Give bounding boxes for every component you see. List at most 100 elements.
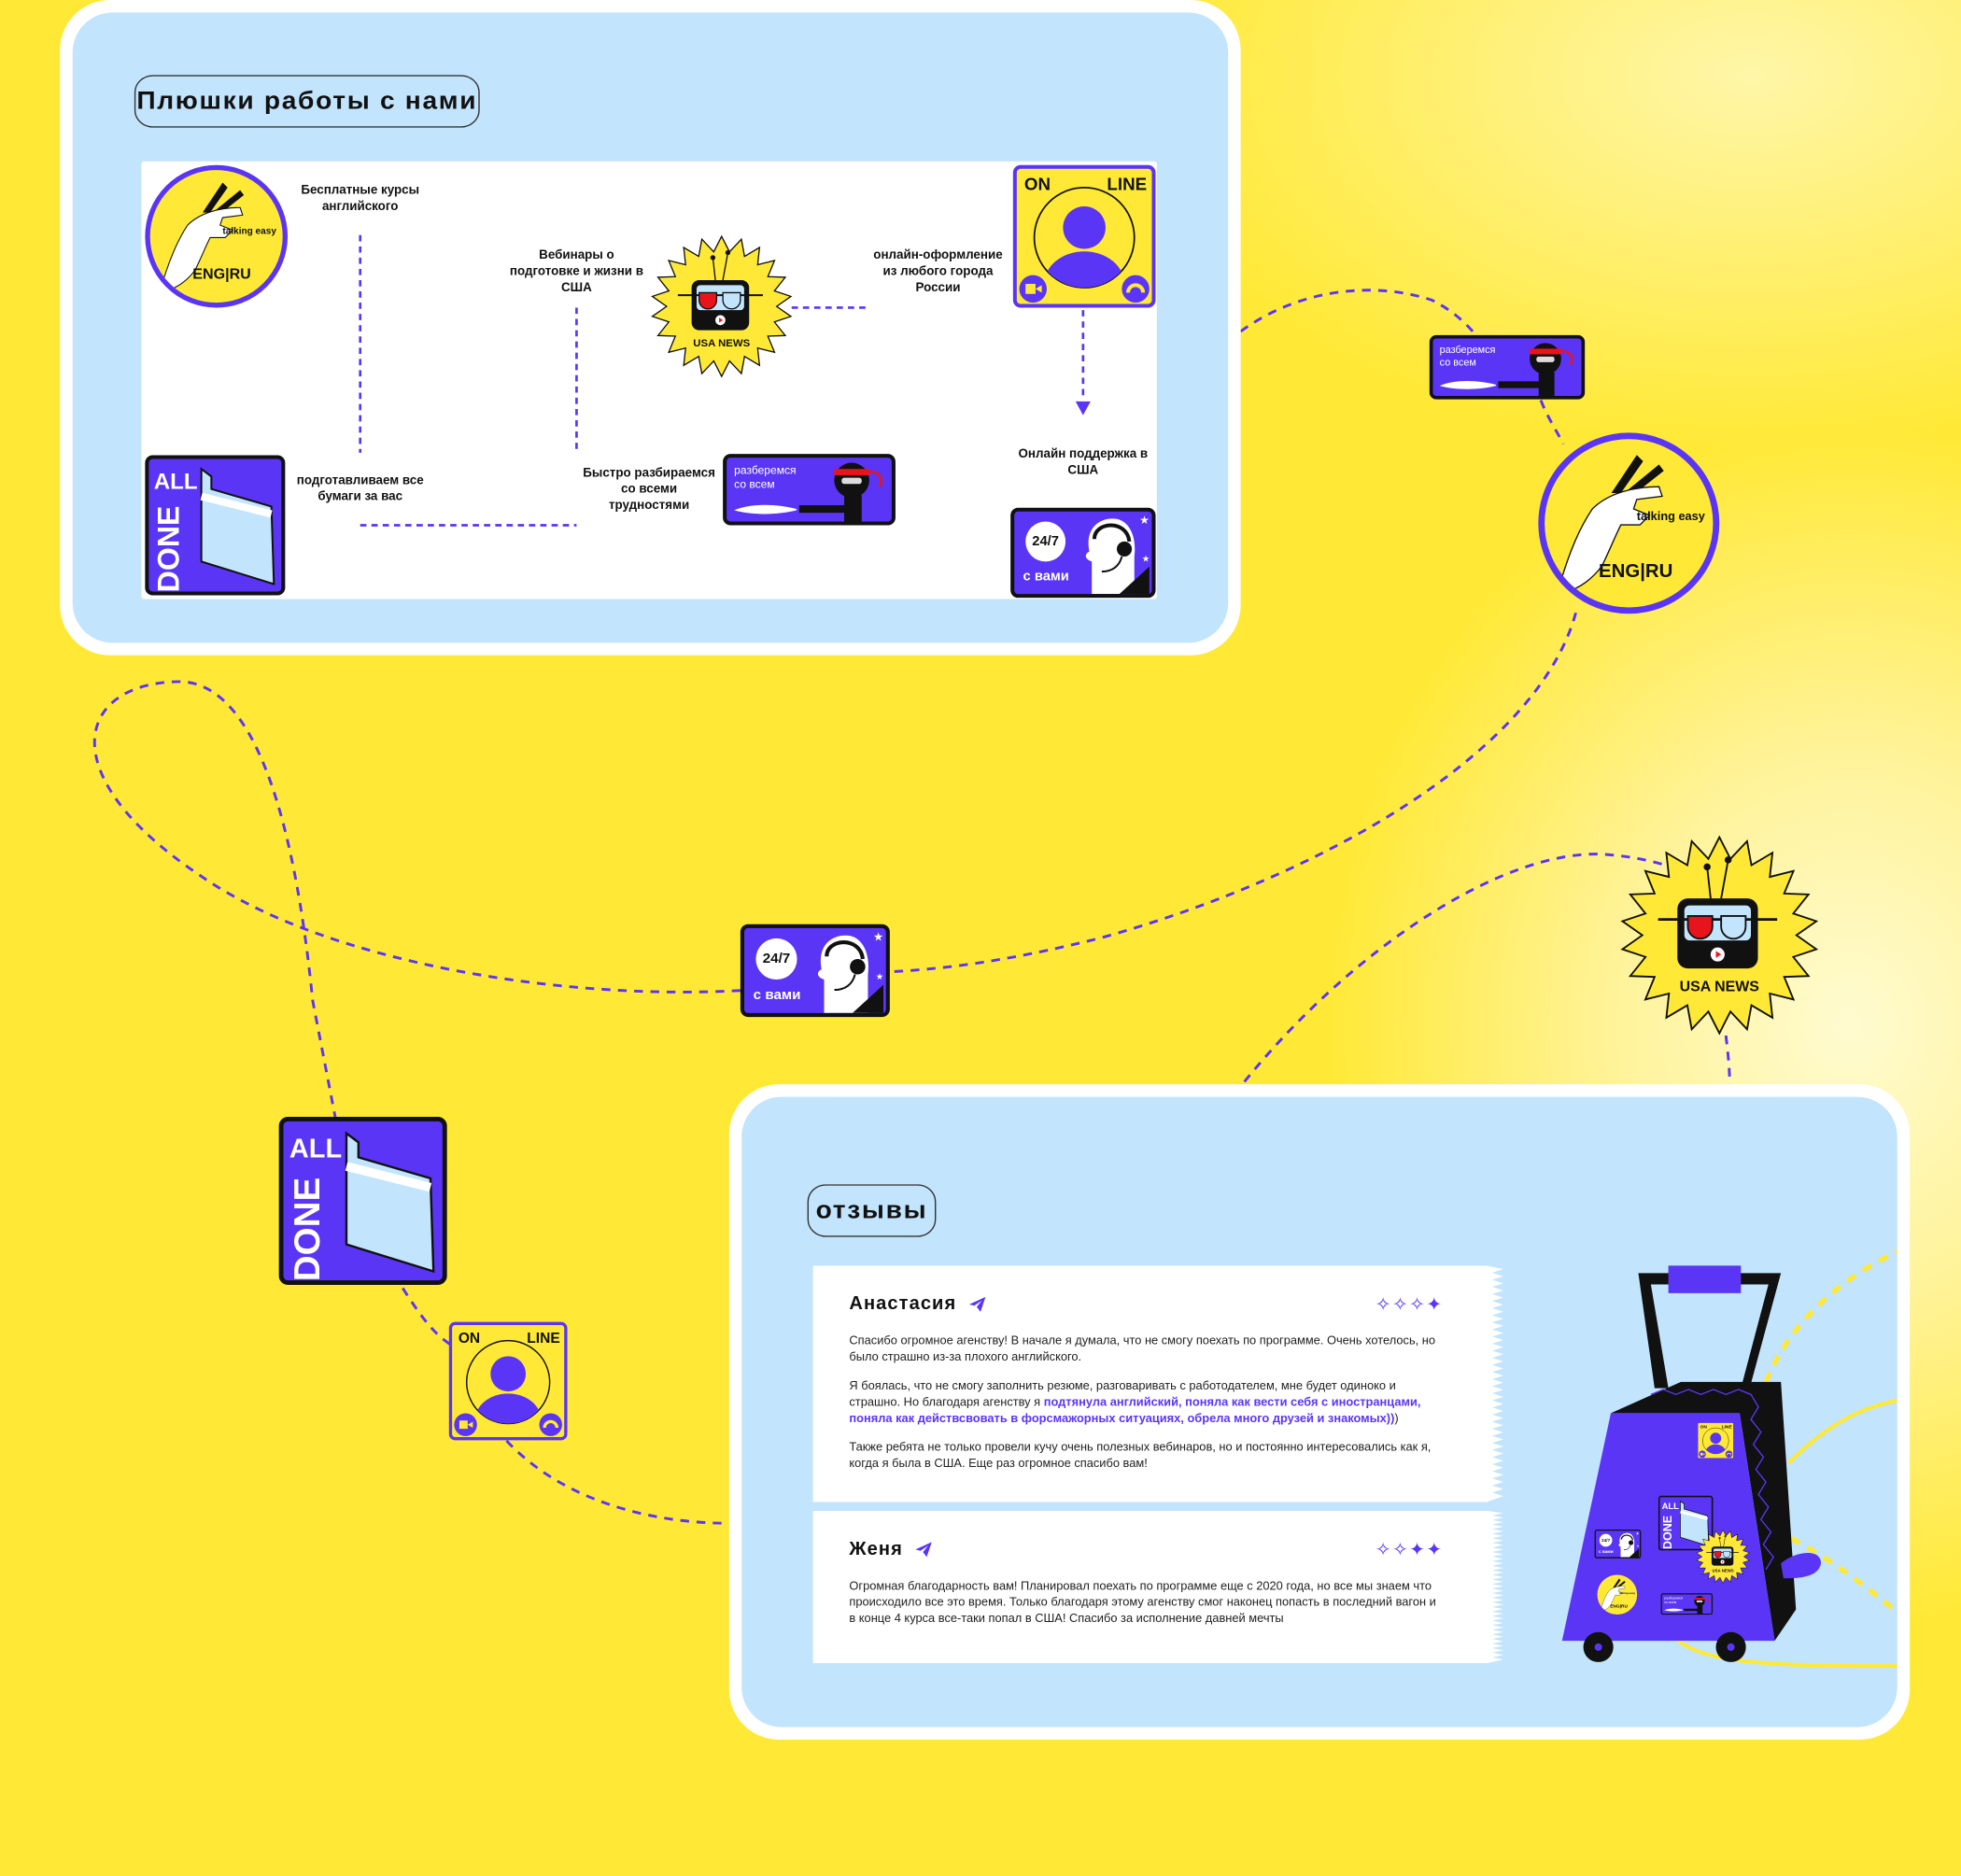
line-label: LINE (1721, 1424, 1732, 1430)
done-label: DONE (1661, 1515, 1675, 1550)
user-avatar-icon (454, 1339, 562, 1436)
perk-quick-help: Быстро разбираемся со всеми трудностями (576, 452, 722, 526)
support-sticker-instance: ★★ 24/7 с вами (1010, 507, 1156, 599)
ninja-label: разберемся со всем (734, 463, 797, 491)
support-sticker: ★★ 24/7 с вами (740, 924, 890, 1018)
grid-line (142, 378, 1156, 382)
usa-news-label: USA NEWS (1712, 1568, 1734, 1573)
on-label: ON (458, 1329, 481, 1347)
perks-title: Плюшки работы с нами (134, 75, 480, 128)
all-done-sticker: ALL DONE (278, 1116, 447, 1285)
grid-line (141, 162, 145, 599)
svg-text:★: ★ (1142, 554, 1150, 563)
support-sticker: ★★ 24/7 с вами (1594, 1529, 1642, 1559)
grid-line (142, 596, 1156, 599)
reviewer-name: Женя (849, 1538, 903, 1560)
badge-circle: 24/7 (1025, 521, 1066, 562)
badge-circle: 24/7 (1599, 1533, 1613, 1547)
reviewer-name: Анастасия (849, 1292, 957, 1315)
highlight-text: подтянула английский, поняла как вести с… (849, 1395, 1421, 1426)
line-label: LINE (1107, 174, 1148, 194)
perk-online-registration: онлайн-оформление из любого города Росси… (865, 234, 1011, 308)
rating-stars: ✧✧✦✦ (1375, 1538, 1444, 1561)
hand-icon (1601, 1578, 1626, 1612)
line-label: LINE (527, 1329, 560, 1347)
ninja-icon (1439, 343, 1573, 397)
user-avatar-icon (1019, 187, 1150, 303)
ninja-sticker: разберемся со всем (1660, 1593, 1714, 1615)
hand-icon (162, 182, 245, 291)
support-sticker-instance: ★★ 24/7 с вами (1594, 1529, 1642, 1559)
on-label: ON (1023, 174, 1051, 194)
ninja-sticker: разберемся со всем (723, 454, 896, 526)
news-sticker-instance: USA NEWS (650, 234, 793, 378)
folder-icon (200, 467, 275, 585)
tv-icon (651, 234, 793, 378)
badge-label: 24/7 (1601, 1537, 1611, 1544)
ninja-sticker: разберемся со всем (1429, 334, 1586, 400)
news-sticker-instance: USA NEWS (1619, 835, 1819, 1036)
all-label: ALL (289, 1133, 343, 1164)
headset-icon: ★★ (1618, 1532, 1640, 1558)
tagline: talking easy (1636, 509, 1705, 524)
badge-label: 24/7 (1032, 533, 1059, 549)
tagline: talking easy (1618, 1591, 1636, 1595)
telegram-icon[interactable] (968, 1296, 986, 1312)
all-label: ALL (153, 469, 198, 495)
folder-icon (1680, 1500, 1710, 1547)
tv-icon (1696, 1529, 1750, 1584)
support-label: с вами (1598, 1548, 1614, 1555)
perk-paperwork: подготавливаем все бумаги за вас (288, 452, 433, 526)
online-sticker: ON LINE (1697, 1421, 1735, 1460)
perk-webinars: Вебинары о подготовке и жизни в США (503, 234, 650, 308)
review-paragraph: Я боялась, что не смогу заполнить резюме… (849, 1378, 1443, 1427)
eng-ru-label: ENG|RU (1610, 1602, 1628, 1609)
headset-icon: ★★ (817, 931, 884, 1013)
done-sticker-instance: ALL DONE (278, 1116, 447, 1285)
svg-text:★: ★ (1637, 1544, 1640, 1547)
eng-sticker-instance: talking easy ENG|RU (145, 164, 289, 308)
review-paragraph: Также ребята не только провели кучу очен… (849, 1440, 1432, 1472)
grid-connectors (359, 234, 1091, 527)
badge-circle: 24/7 (755, 938, 797, 980)
svg-text:★: ★ (873, 931, 883, 944)
grid-line (142, 161, 1156, 164)
star-outline-icon: ✧ (1391, 1294, 1410, 1316)
online-sticker: ON LINE (1012, 164, 1156, 308)
usa-news-sticker: USA NEWS (1696, 1529, 1750, 1584)
perk-free-english: Бесплатные курсы английского (288, 162, 433, 235)
online-sticker-instance: ON LINE (1012, 164, 1156, 308)
badge-label: 24/7 (762, 951, 791, 967)
usa-news-sticker: USA NEWS (1619, 835, 1819, 1036)
star-outline-icon: ✧ (1391, 1539, 1410, 1561)
eng-ru-sticker: talking easy ENG|RU (145, 164, 289, 308)
text: Я боялась, что не смогу заполнить резюме… (849, 1379, 1396, 1410)
review-card: Анастасия ✧✧✧✦ Спасибо огромное агенству… (812, 1265, 1503, 1502)
telegram-icon[interactable] (915, 1541, 932, 1557)
tagline: talking easy (222, 225, 276, 237)
rating-stars: ✧✧✧✦ (1376, 1293, 1444, 1316)
all-label: ALL (1661, 1501, 1679, 1511)
on-label: ON (1700, 1424, 1707, 1430)
star-outline-icon: ✧ (1375, 1539, 1392, 1561)
ninja-sticker-instance: разберемся со всем (1660, 1593, 1714, 1615)
online-sticker-instance: ON LINE (448, 1321, 568, 1441)
hand-icon (1559, 455, 1664, 593)
ninja-icon (734, 462, 882, 522)
svg-text:★: ★ (1636, 1532, 1640, 1536)
svg-text:★: ★ (876, 972, 884, 982)
text: ) (1394, 1412, 1399, 1426)
usa-news-label: USA NEWS (1679, 977, 1759, 995)
reviews-title: отзывы (807, 1184, 937, 1237)
star-outline-icon: ✧ (1375, 1294, 1392, 1316)
review-paragraph: Спасибо огромное агенству! В начале я ду… (849, 1334, 1436, 1365)
eng-sticker-instance: talking easy ENG|RU (1538, 432, 1720, 614)
usa-news-label: USA NEWS (693, 336, 751, 349)
user-avatar-icon (1699, 1427, 1733, 1459)
eng-ru-sticker: talking easy ENG|RU (1538, 432, 1720, 614)
support-label: с вами (753, 987, 801, 1003)
ninja-label: разберемся со всем (1664, 1596, 1684, 1604)
ninja-icon (1664, 1596, 1709, 1614)
support-label: с вами (1023, 569, 1069, 585)
